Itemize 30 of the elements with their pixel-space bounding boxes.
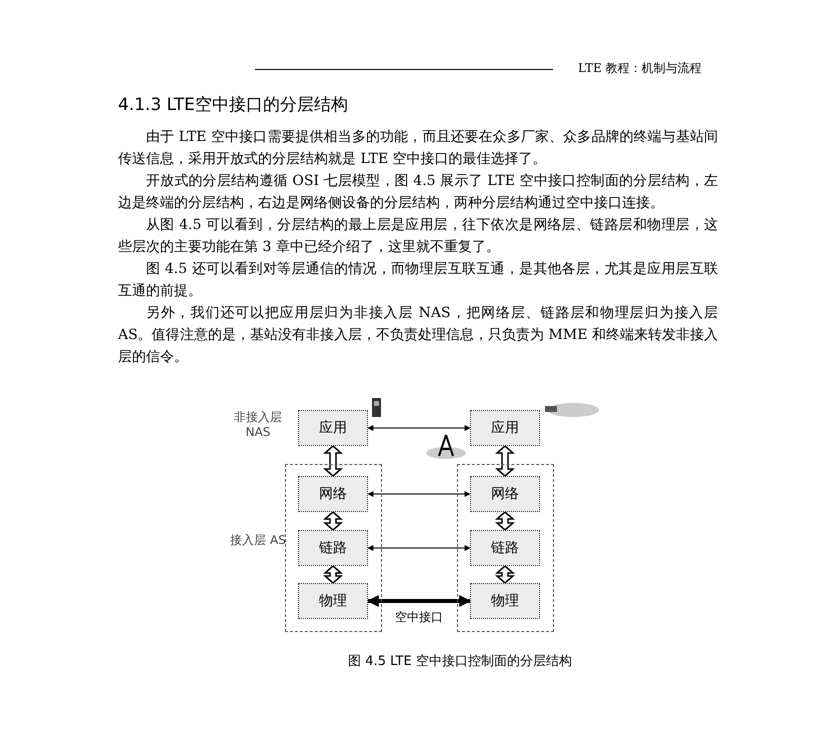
dashed-group-box xyxy=(457,464,554,632)
layer-box: 应用 xyxy=(470,410,540,446)
arrow xyxy=(367,545,471,551)
layer-group-label: 非接入层 NAS xyxy=(233,410,283,440)
body-paragraph: 从图 4.5 可以看到，分层结构的最上层是应用层，往下依次是网络层、链路层和物理层，这些层次的主要功能在第 3 章中已经介绍了，这里就不重复了。 xyxy=(118,216,718,257)
double-arrow xyxy=(323,445,343,477)
dashed-group-box xyxy=(285,464,382,632)
body-paragraph: 开放式的分层结构遵循 OSI 七层模型，图 4.5 展示了 LTE 空中接口控制面的分层结构，左边是终端的分层结构，右边是网络侧设备的分层结构，两种分层结构通过空中接口连接。 xyxy=(118,172,718,213)
layer-box: 物理 xyxy=(298,583,368,619)
double-arrow xyxy=(323,511,343,531)
body-paragraph: 另外，我们还可以把应用层归为非接入层 NAS，把网络层、链路层和物理层归为接入层 AS。值得注意的是，基站没有非接入层，不负责处理信息，只负责为 MME 和终端来转发非接入层的信令。 xyxy=(118,304,718,367)
double-arrow xyxy=(495,565,515,584)
layer-box: 网络 xyxy=(470,476,540,512)
arrow xyxy=(367,425,471,431)
double-arrow xyxy=(495,445,515,477)
layer-box: 物理 xyxy=(470,583,540,619)
double-arrow xyxy=(323,565,343,584)
layer-box: 应用 xyxy=(298,410,368,446)
arrow xyxy=(367,491,471,497)
layer-box: 链路 xyxy=(298,530,368,566)
arrow xyxy=(366,595,472,607)
body-paragraph: 由于 LTE 空中接口需要提供相当多的功能，而且还要在众多厂家、众多品牌的终端与基站间传送信息，采用开放式的分层结构就是 LTE 空中接口的最佳选择了。 xyxy=(118,128,718,169)
running-header: LTE 教程：机制与流程 xyxy=(578,60,702,77)
layer-box: 链路 xyxy=(470,530,540,566)
layer-group-label: 接入层 AS xyxy=(229,533,287,548)
body-paragraph: 图 4.5 还可以看到对等层通信的情况，而物理层互联互通，是其他各层，尤其是应用层互联互通的前提。 xyxy=(118,260,718,301)
figure-caption: 图 4.5 LTE 空中接口控制面的分层结构 xyxy=(347,653,573,670)
double-arrow xyxy=(495,511,515,531)
layer-box: 网络 xyxy=(298,476,368,512)
section-heading: 4.1.3 LTE空中接口的分层结构 xyxy=(118,94,348,116)
